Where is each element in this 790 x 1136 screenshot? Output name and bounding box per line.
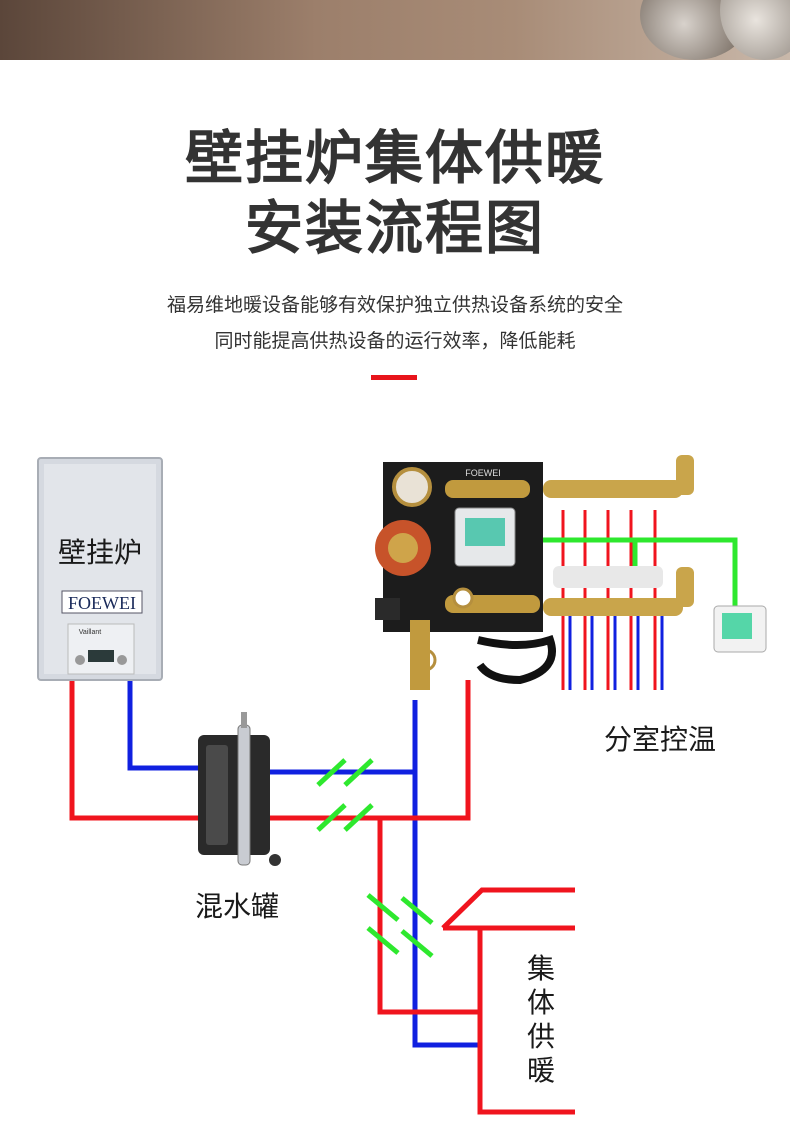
collective-heating-char: 暖: [527, 1054, 555, 1087]
page-title-line-1: 壁挂炉集体供暖: [184, 124, 605, 192]
collective-heating-char: 集: [527, 952, 555, 985]
collective-heating-char: 体: [527, 986, 555, 1019]
subtitle-line-1: 福易维地暖设备能够有效保护独立供热设备系统的安全: [166, 294, 623, 316]
collective-heating-char: 供: [527, 1020, 555, 1053]
boiler-small-brand: Vaillant: [79, 629, 101, 636]
wall-boiler: [37, 457, 163, 681]
title-divider: [371, 375, 417, 380]
room-control-label: 分室控温: [604, 723, 716, 756]
page-title-line-2: 安装流程图: [244, 194, 545, 262]
boiler-label: 壁挂炉: [58, 536, 142, 569]
pump-manifold-station: [375, 455, 694, 690]
hot-pipe-boiler-to-tank: [69, 680, 198, 821]
room-thermostat: [713, 605, 767, 653]
hot-pipe-group-1: [441, 887, 575, 930]
collective-heating-label: 集体供暖: [527, 952, 555, 1087]
boiler-brand-text: FOEWEI: [68, 593, 136, 613]
pipe-break-marks: [316, 758, 434, 958]
hot-pipes: [69, 680, 575, 1115]
subtitle-line-2: 同时能提高供热设备的运行效率，降低能耗: [214, 330, 576, 352]
cold-pipe-boiler-to-tank: [127, 680, 198, 771]
cold-pipes: [127, 680, 483, 1048]
top-banner-photo: [0, 0, 790, 60]
mixing-tank-label: 混水罐: [195, 890, 279, 923]
hot-pipe-tank-to-manifold: [270, 680, 471, 821]
hot-pipe-group-3: [477, 928, 575, 1115]
hot-pipe-down-to-group: [377, 818, 480, 1015]
mixing-tank: [198, 712, 281, 866]
thermostat-signal-wire: [510, 537, 738, 608]
panel-brand-text: FOEWEI: [465, 468, 501, 478]
cold-pipe-down-to-group: [412, 772, 480, 1048]
